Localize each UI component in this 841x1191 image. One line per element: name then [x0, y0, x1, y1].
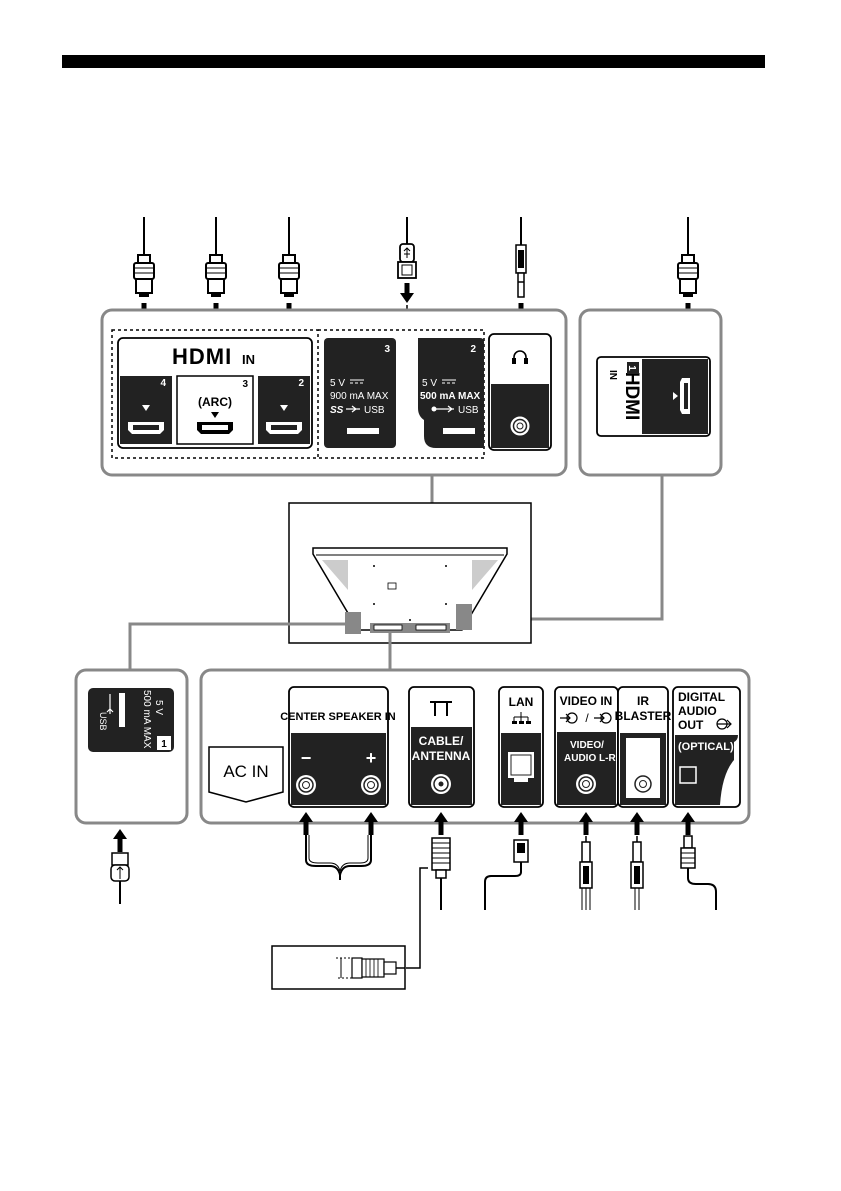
- tv-rear-view: [289, 503, 531, 643]
- hdmi-port-2-number: 2: [298, 378, 304, 389]
- cable-label-2: ANTENNA: [412, 749, 471, 763]
- digital-label-3: OUT: [678, 718, 704, 732]
- center-speaker-label: CENTER SPEAKER IN: [280, 711, 396, 723]
- ac-in-label: AC IN: [223, 762, 268, 781]
- usb-port-1[interactable]: 5 V 500 mA MAX USB 1: [88, 688, 174, 752]
- cable-antenna-in[interactable]: CABLE/ ANTENNA: [409, 687, 474, 807]
- usb2-voltage: 5 V: [422, 378, 437, 389]
- hdmi-port-3-number: 3: [242, 379, 248, 390]
- digital-label-1: DIGITAL: [678, 690, 725, 704]
- hdmi-cable-4: [134, 217, 154, 323]
- lan-label: LAN: [509, 695, 534, 709]
- usb2-label: USB: [458, 405, 479, 416]
- coaxial-cable: [406, 812, 450, 968]
- usb-port-2[interactable]: 2 5 V 500 mA MAX USB: [418, 338, 484, 448]
- usb-cable-bottom: [111, 829, 129, 904]
- hdmi-port-3-arc[interactable]: 3 (ARC): [177, 376, 253, 444]
- ir-label-1: IR: [637, 694, 649, 708]
- ac-in-terminal: AC IN: [209, 747, 283, 802]
- hdmi-logo: HDMI: [172, 344, 232, 369]
- optical-cable: [681, 812, 716, 910]
- arc-label: (ARC): [198, 395, 232, 409]
- lan-cable: [485, 812, 528, 910]
- usb1-label: USB: [98, 712, 108, 731]
- ir-label-2: BLASTER: [615, 709, 672, 723]
- minus-label: −: [301, 748, 312, 768]
- usb3-ss: SS: [330, 405, 344, 416]
- usb2-current: 500 mA MAX: [420, 391, 481, 402]
- coax-connector-inset: [272, 946, 405, 989]
- cable-label-1: CABLE/: [419, 734, 464, 748]
- digital-audio-out-port[interactable]: DIGITAL AUDIO OUT (OPTICAL): [673, 687, 740, 807]
- hdmi-cable-2: [279, 217, 299, 323]
- usb3-voltage: 5 V: [330, 378, 345, 389]
- hdmi-port-4-number: 4: [160, 378, 166, 389]
- digital-label-2: AUDIO: [678, 704, 717, 718]
- video-audio-label-2: AUDIO L-R: [564, 753, 616, 764]
- hdmi-port-1[interactable]: HDMI IN 1: [597, 357, 710, 436]
- hdmi-in-label: IN: [242, 352, 255, 367]
- headphone-cable: [514, 217, 528, 323]
- video-in-port[interactable]: VIDEO IN / VIDEO/ AUDIO L-R: [555, 687, 618, 807]
- headphone-port[interactable]: [489, 334, 551, 450]
- lan-port[interactable]: LAN: [499, 687, 543, 807]
- usb3-number: 3: [384, 344, 390, 355]
- hdmi-port-2[interactable]: 2: [258, 376, 310, 444]
- optical-label: (OPTICAL): [678, 741, 734, 753]
- usb1-voltage: 5 V: [153, 700, 164, 715]
- hdmi1-in-label: IN: [607, 370, 618, 380]
- usb3-current: 900 mA MAX: [330, 391, 389, 402]
- plus-label: +: [366, 748, 377, 768]
- video-av-cable: [579, 812, 593, 910]
- usb2-number: 2: [470, 344, 476, 355]
- hdmi-cable-1: [678, 217, 698, 323]
- hdmi1-number: 1: [626, 365, 637, 371]
- usb1-number: 1: [161, 739, 167, 750]
- video-audio-label-1: VIDEO/: [570, 740, 604, 751]
- ir-blaster-cable: [630, 812, 644, 910]
- usb3-label: USB: [364, 405, 385, 416]
- center-speaker-in[interactable]: CENTER SPEAKER IN − +: [280, 687, 396, 807]
- hdmi-port-4[interactable]: 4: [120, 376, 172, 444]
- hdmi1-logo: HDMI: [621, 372, 642, 421]
- title-bar: [62, 55, 765, 68]
- usb1-current: 500 mA MAX: [141, 690, 152, 749]
- ir-blaster-port[interactable]: IR BLASTER: [615, 687, 672, 807]
- usb-port-3[interactable]: 3 5 V 900 mA MAX SS USB: [324, 338, 396, 448]
- video-in-label: VIDEO IN: [560, 694, 613, 708]
- hdmi-cable-3: [206, 217, 226, 323]
